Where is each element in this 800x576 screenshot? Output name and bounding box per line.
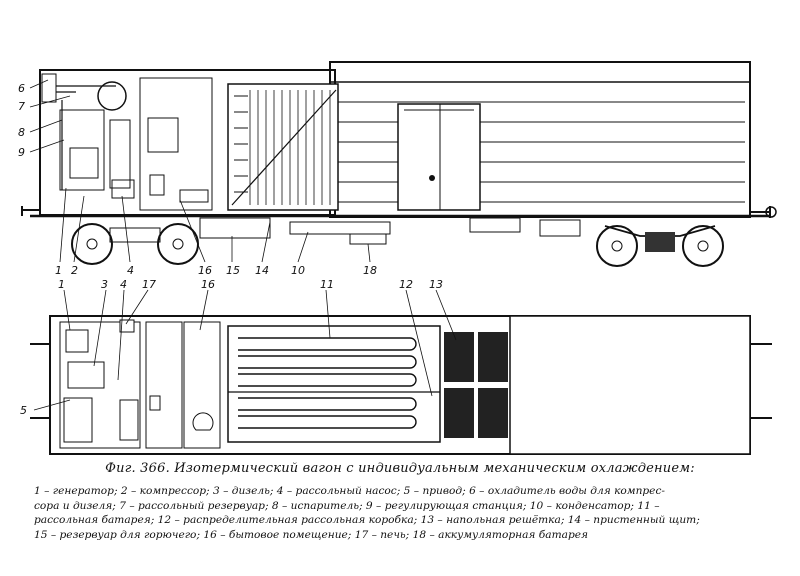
plan-label-3: 3 <box>101 278 108 291</box>
label-9: 9 <box>18 146 25 159</box>
wagon-drawing: 6 7 8 9 1 2 4 16 15 14 10 18 <box>18 61 777 455</box>
plan-label-4: 4 <box>120 278 127 291</box>
plan-label-12: 12 <box>399 278 413 291</box>
label-2: 2 <box>71 264 78 277</box>
legend-line: 1 – генератор; 2 – компрессор; 3 – дизел… <box>34 485 665 497</box>
plan-label-1: 1 <box>58 278 65 291</box>
left-bogie <box>71 223 199 265</box>
label-4: 4 <box>127 264 134 277</box>
label-14: 14 <box>255 264 269 277</box>
label-6: 6 <box>18 82 25 95</box>
plan-label-5: 5 <box>20 404 27 417</box>
label-10: 10 <box>291 264 305 277</box>
plan-label-16: 16 <box>201 278 215 291</box>
legend-line: рассольная батарея; 12 – распределительн… <box>34 514 700 527</box>
figure-caption: Фиг. 366. Изотермический вагон с индивид… <box>105 461 695 476</box>
plan-label-17: 17 <box>142 278 156 291</box>
label-15: 15 <box>226 264 240 277</box>
figure-legend: 1 – генератор; 2 – компрессор; 3 – дизел… <box>34 484 774 542</box>
label-18: 18 <box>363 264 377 277</box>
label-16: 16 <box>198 264 212 277</box>
plan-label-11: 11 <box>320 278 334 291</box>
legend-line: сора и дизеля; 7 – рассольный резервуар;… <box>34 499 660 512</box>
right-bogie <box>596 225 724 267</box>
plan-view: 1 3 4 17 16 11 12 13 5 <box>20 278 772 455</box>
label-7: 7 <box>18 100 25 113</box>
label-1: 1 <box>55 264 62 277</box>
plan-label-13: 13 <box>429 278 443 291</box>
side-view: 6 7 8 9 1 2 4 16 15 14 10 18 <box>18 61 777 277</box>
label-8: 8 <box>18 126 25 139</box>
legend-line: 15 – резервуар для горючего; 16 – бытово… <box>34 528 589 541</box>
